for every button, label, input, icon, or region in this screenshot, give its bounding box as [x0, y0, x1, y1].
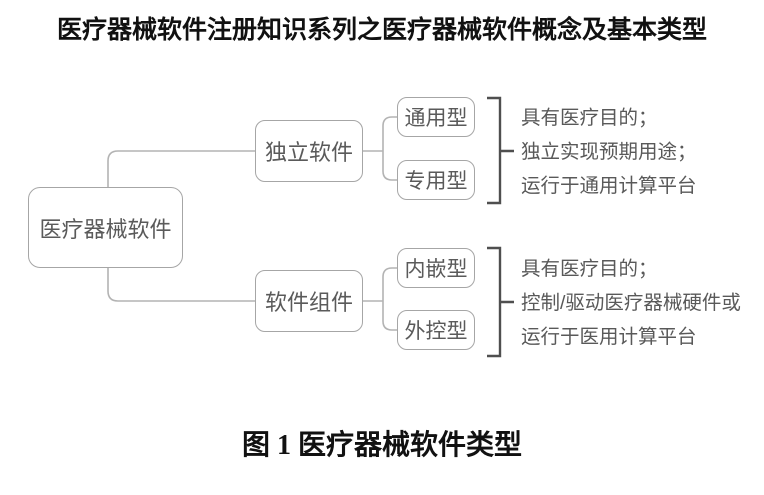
branch-node-software-component: 软件组件 — [255, 270, 363, 332]
notes-software-component: 具有医疗目的； 控制/驱动医疗器械硬件或 运行于医用计算平台 — [521, 252, 741, 354]
connector-component-split — [363, 267, 397, 331]
leaf-node-label: 专用型 — [404, 170, 468, 193]
figure-caption: 图 1 医疗器械软件类型 — [241, 430, 522, 461]
note-line: 运行于医用计算平台 — [521, 326, 697, 348]
branch-node-label: 软件组件 — [264, 290, 353, 315]
bracket-standalone-types — [487, 96, 514, 205]
leaf-node-embedded-type: 内嵌型 — [397, 248, 475, 288]
branch-node-label: 独立软件 — [264, 140, 353, 165]
connector-root-to-component — [107, 268, 255, 302]
note-line: 运行于通用计算平台 — [521, 175, 697, 197]
page-title: 医疗器械软件注册知识系列之医疗器械软件概念及基本类型 — [56, 17, 707, 44]
branch-node-standalone-software: 独立软件 — [255, 120, 363, 182]
note-line: 具有医疗目的； — [521, 258, 658, 280]
note-line: 独立实现预期用途； — [521, 141, 697, 163]
leaf-node-label: 内嵌型 — [404, 258, 468, 281]
leaf-node-label: 外控型 — [404, 320, 468, 343]
note-line: 具有医疗目的； — [521, 107, 658, 129]
note-line: 控制/驱动医疗器械硬件或 — [521, 292, 741, 314]
leaf-node-label: 通用型 — [404, 107, 468, 130]
connector-standalone-split — [363, 116, 397, 181]
connector-root-to-standalone — [107, 150, 255, 187]
notes-standalone-software: 具有医疗目的； 独立实现预期用途； 运行于通用计算平台 — [521, 101, 697, 203]
leaf-node-general-type: 通用型 — [397, 97, 475, 137]
bracket-component-types — [487, 246, 514, 358]
leaf-node-special-type: 专用型 — [397, 160, 475, 200]
root-node-medical-device-software: 医疗器械软件 — [28, 187, 183, 268]
leaf-node-external-control-type: 外控型 — [397, 310, 475, 350]
root-node-label: 医疗器械软件 — [39, 216, 172, 242]
